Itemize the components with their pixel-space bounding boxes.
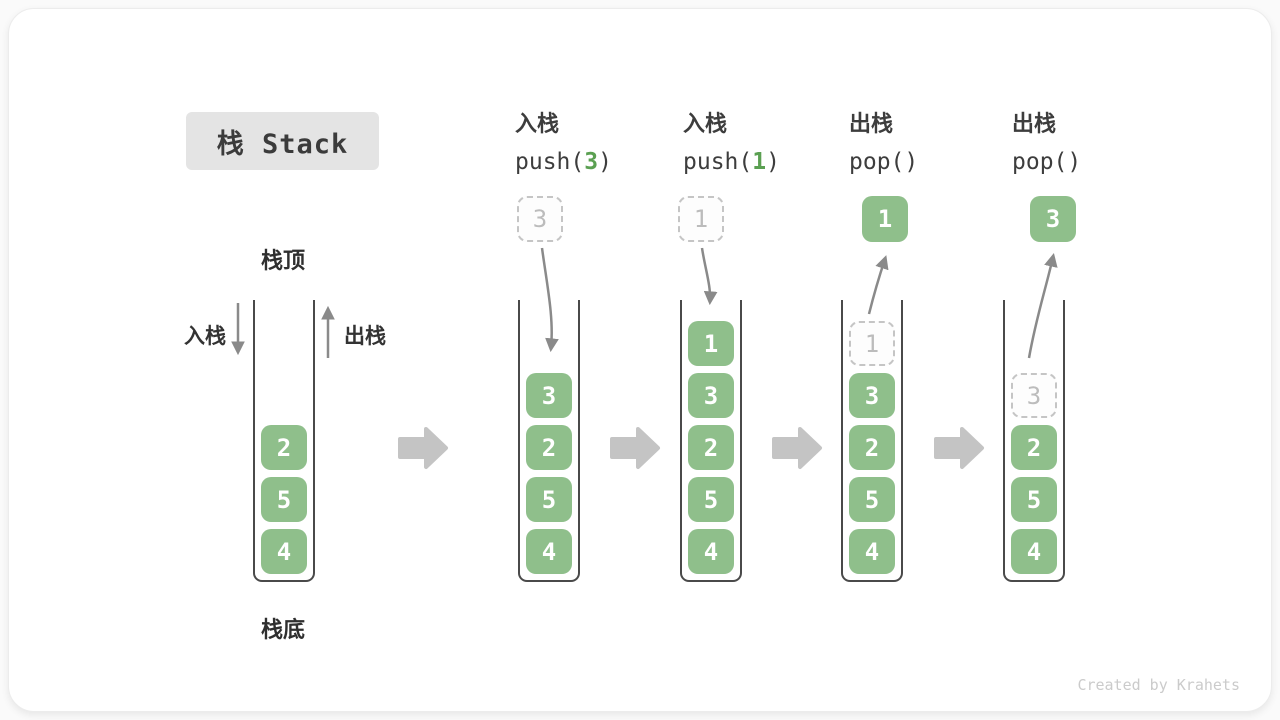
stack-cell: 4 [1011, 529, 1057, 574]
popped-value: 3 [1045, 205, 1061, 233]
step-code-label: push(1) [683, 149, 780, 175]
incoming-value-box: 3 [517, 196, 563, 242]
diagram-title-box: 栈 Stack [186, 112, 379, 170]
stack-cell: 5 [849, 477, 895, 522]
stack-initial: 2 5 4 [253, 300, 315, 582]
step-action-label: 入栈 [515, 112, 560, 137]
stack-after-pop-1: 1 3 2 5 4 [841, 300, 903, 582]
popped-value-box: 1 [862, 196, 908, 242]
stack-bottom-label: 栈底 [260, 618, 305, 643]
stack-cell: 5 [1011, 477, 1057, 522]
stack-after-push-3: 3 2 5 4 [518, 300, 580, 582]
stack-cell: 2 [688, 425, 734, 470]
push-side-label: 入栈 [184, 324, 226, 348]
step-header-pop-1: 出栈 pop() [849, 106, 918, 175]
step-header-push-3: 入栈 push(3) [515, 106, 612, 175]
stack-cell: 2 [261, 425, 307, 470]
popped-slot: 3 [1011, 373, 1057, 418]
code-suffix: ) [598, 149, 612, 175]
code-suffix: ) [904, 149, 919, 175]
step-header-pop-3: 出栈 pop() [1012, 106, 1081, 175]
pop-side-label: 出栈 [344, 324, 386, 348]
stack-cell: 3 [849, 373, 895, 418]
stack-cell: 1 [688, 321, 734, 366]
code-suffix: ) [1067, 149, 1082, 175]
stack-top-label: 栈顶 [260, 249, 305, 274]
stack-cell: 4 [526, 529, 572, 574]
code-suffix: ) [766, 149, 780, 175]
popped-value: 1 [877, 205, 893, 233]
step-code-label: pop() [849, 149, 918, 175]
popped-slot: 1 [849, 321, 895, 366]
step-action-label: 入栈 [683, 112, 728, 137]
popped-value-box: 3 [1030, 196, 1076, 242]
stack-cell: 5 [261, 477, 307, 522]
stack-after-push-1: 1 3 2 5 4 [680, 300, 742, 582]
incoming-value-box: 1 [678, 196, 724, 242]
code-prefix: pop( [1012, 149, 1068, 175]
stack-cell: 3 [526, 373, 572, 418]
code-prefix: push( [683, 149, 753, 175]
stack-cell: 4 [849, 529, 895, 574]
stack-cell: 3 [688, 373, 734, 418]
step-code-label: push(3) [515, 149, 612, 175]
stack-cell: 5 [688, 477, 734, 522]
stack-cell: 2 [1011, 425, 1057, 470]
code-prefix: pop( [849, 149, 905, 175]
code-arg: 3 [584, 149, 599, 175]
code-arg: 1 [752, 149, 767, 175]
step-header-push-1: 入栈 push(1) [683, 106, 780, 175]
stack-after-pop-3: 3 2 5 4 [1003, 300, 1065, 582]
diagram-title-text: 栈 Stack [216, 128, 349, 160]
stack-cell: 4 [261, 529, 307, 574]
stack-cell: 5 [526, 477, 572, 522]
watermark: Created by Krahets [1077, 676, 1240, 694]
stack-cell: 2 [849, 425, 895, 470]
code-prefix: push( [515, 149, 585, 175]
stack-cell: 2 [526, 425, 572, 470]
step-action-label: 出栈 [849, 112, 894, 137]
step-action-label: 出栈 [1012, 112, 1057, 137]
incoming-value: 1 [693, 205, 709, 233]
step-code-label: pop() [1012, 149, 1081, 175]
stack-cell: 4 [688, 529, 734, 574]
incoming-value: 3 [532, 205, 548, 233]
